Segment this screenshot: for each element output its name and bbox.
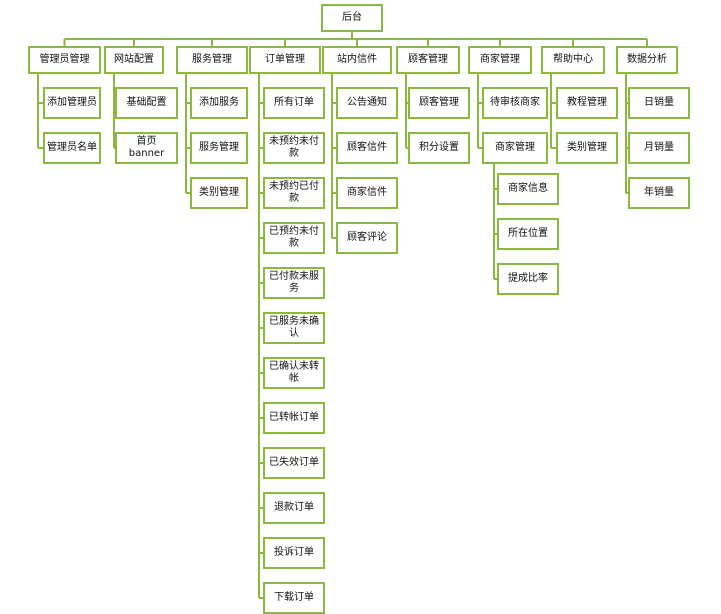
child-node: 下载订单 [263, 582, 325, 614]
grandchild-node: 所在位置 [497, 218, 559, 250]
child-node: 已服务未确认 [263, 312, 325, 344]
category-node: 站内信件 [322, 46, 392, 74]
child-node: 未预约未付款 [263, 132, 325, 164]
child-node: 添加管理员 [43, 87, 101, 119]
child-node: 顾客信件 [336, 132, 398, 164]
child-node: 已预约未付款 [263, 222, 325, 254]
category-node: 管理员管理 [28, 46, 101, 74]
category-node: 顾客管理 [396, 46, 460, 74]
category-node: 数据分析 [616, 46, 678, 74]
child-node: 月销量 [628, 132, 690, 164]
category-node: 服务管理 [176, 46, 248, 74]
child-node: 已确认未转帐 [263, 357, 325, 389]
child-node: 服务管理 [190, 132, 248, 164]
child-node: 待审核商家 [482, 87, 548, 119]
child-node: 已失效订单 [263, 447, 325, 479]
child-node: 顾客管理 [408, 87, 470, 119]
child-node: 顾客评论 [336, 222, 398, 254]
child-node: 首页banner [115, 132, 178, 164]
child-node: 教程管理 [556, 87, 618, 119]
child-node: 公告通知 [336, 87, 398, 119]
child-node: 类别管理 [556, 132, 618, 164]
grandchild-node: 商家信息 [497, 173, 559, 205]
child-node: 商家信件 [336, 177, 398, 209]
category-node: 商家管理 [468, 46, 532, 74]
child-node: 已转帐订单 [263, 402, 325, 434]
category-node: 订单管理 [249, 46, 321, 74]
child-node: 管理员名单 [43, 132, 101, 164]
child-node: 投诉订单 [263, 537, 325, 569]
child-node: 未预约已付款 [263, 177, 325, 209]
grandchild-node: 提成比率 [497, 263, 559, 295]
child-node: 类别管理 [190, 177, 248, 209]
category-node: 帮助中心 [541, 46, 605, 74]
root-node: 后台 [321, 4, 383, 32]
child-node: 基础配置 [115, 87, 178, 119]
child-node: 所有订单 [263, 87, 325, 119]
child-node: 年销量 [628, 177, 690, 209]
category-node: 网站配置 [104, 46, 164, 74]
child-node: 添加服务 [190, 87, 248, 119]
org-chart-connectors [37, 32, 648, 599]
child-node: 积分设置 [408, 132, 470, 164]
child-node: 日销量 [628, 87, 690, 119]
child-node: 已付款未服务 [263, 267, 325, 299]
child-node: 商家管理 [482, 132, 548, 164]
child-node: 退款订单 [263, 492, 325, 524]
